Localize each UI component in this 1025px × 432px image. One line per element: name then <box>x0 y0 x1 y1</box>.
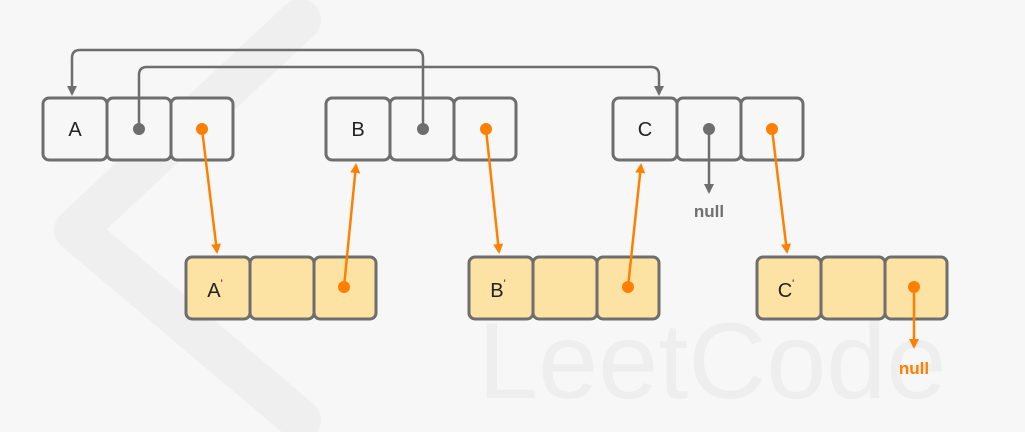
node-label-a: A <box>68 119 82 141</box>
original-node-b: B <box>324 96 518 162</box>
next-pointer-b-to-a <box>67 48 425 128</box>
orange-dot-c-copy <box>908 281 920 293</box>
next-pointer-a-to-c <box>137 65 664 128</box>
pointer-b-to-b-copy <box>484 128 504 254</box>
next-dot-c <box>703 123 715 135</box>
orange-dot-b-copy <box>622 281 634 293</box>
copy-label-b: B' <box>490 278 505 302</box>
copy-label-a: A' <box>207 278 222 302</box>
orange-dot-c <box>766 123 778 135</box>
orange-dot-b <box>480 123 492 135</box>
next-dot-a <box>133 123 145 135</box>
watermark: LeetCode <box>54 0 946 432</box>
orange-dot-a-copy <box>338 281 350 293</box>
node-label-b: B <box>351 119 364 141</box>
null-label-gray: null <box>694 202 724 221</box>
pointer-b-copy-to-c <box>626 163 646 288</box>
copy-label-c: C' <box>778 278 795 302</box>
pointer-a-to-a-copy <box>200 128 221 254</box>
pointer-a-copy-to-b <box>342 163 361 288</box>
next-dot-b <box>417 123 429 135</box>
pointer-c-to-c-copy <box>770 128 791 254</box>
node-label-c: C <box>638 119 652 141</box>
orange-dot-a <box>196 123 208 135</box>
null-label-orange: null <box>899 359 929 378</box>
